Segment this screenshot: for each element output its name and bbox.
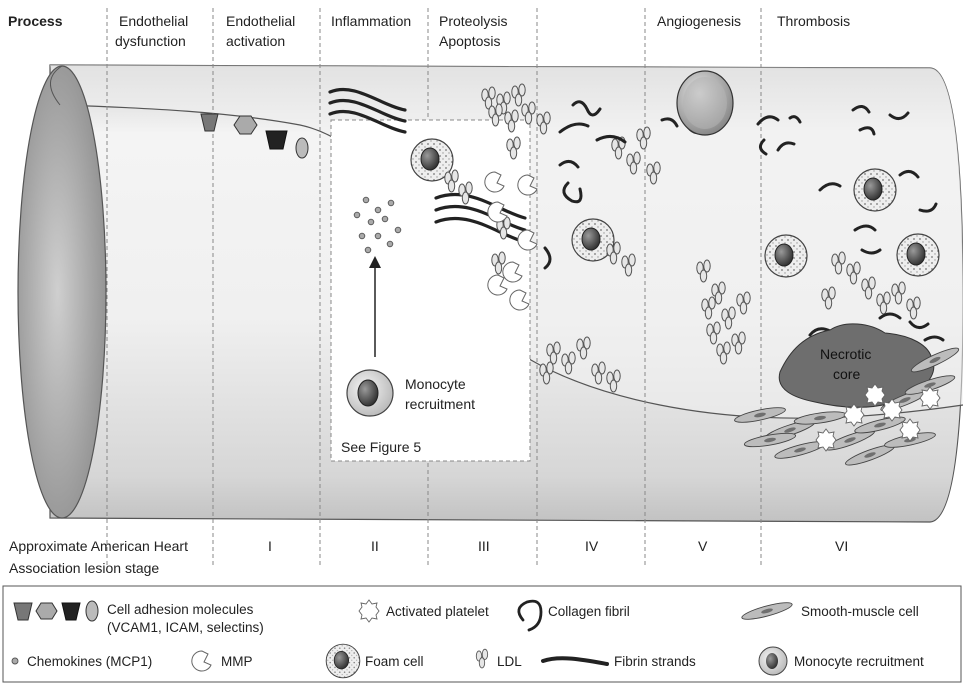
col6-line1: Angiogenesis	[657, 12, 741, 30]
legend-ldl-label: LDL	[497, 653, 522, 670]
stage-iv: IV	[585, 537, 598, 555]
col4-line1: Proteolysis	[439, 12, 507, 30]
see-figure-label: See Figure 5	[341, 438, 421, 456]
legend-chemokines-label: Chemokines (MCP1)	[27, 653, 152, 670]
col7-line1: Thrombosis	[777, 12, 850, 30]
stage-label-1: Approximate American Heart	[9, 537, 188, 555]
monocyte-cell	[347, 370, 393, 416]
col2-line1: Endothelial	[226, 12, 295, 30]
process-header: Process	[8, 12, 62, 30]
stage-ii: II	[371, 537, 379, 555]
monocyte-label-1: Monocyte	[405, 375, 466, 393]
legend-cam-label-2: (VCAM1, ICAM, selectins)	[107, 619, 264, 636]
necrotic-label-1: Necrotic	[820, 345, 871, 363]
monocyte-label-2: recruitment	[405, 395, 475, 413]
col2-line2: activation	[226, 32, 285, 50]
col3-line1: Inflammation	[331, 12, 411, 30]
col1-line2: dysfunction	[115, 32, 186, 50]
stage-i: I	[268, 537, 272, 555]
angiogenesis-vessel	[677, 71, 733, 135]
legend-foam-label: Foam cell	[365, 653, 424, 670]
legend-collagen-label: Collagen fibril	[548, 603, 630, 620]
legend-mmp-label: MMP	[221, 653, 253, 670]
legend-smooth-label: Smooth-muscle cell	[801, 603, 919, 620]
stage-vi: VI	[835, 537, 848, 555]
legend-cam-label-1: Cell adhesion molecules	[107, 601, 253, 618]
vessel-lumen	[18, 66, 106, 518]
legend-fibrin-label: Fibrin strands	[614, 653, 696, 670]
stage-iii: III	[478, 537, 490, 555]
col1-line1: Endothelial	[119, 12, 188, 30]
col4-line2: Apoptosis	[439, 32, 500, 50]
legend-monocyte-label: Monocyte recruitment	[794, 653, 924, 670]
stage-label-2: Association lesion stage	[9, 559, 159, 577]
necrotic-label-2: core	[833, 365, 860, 383]
legend-platelet-label: Activated platelet	[386, 603, 489, 620]
stage-v: V	[698, 537, 707, 555]
